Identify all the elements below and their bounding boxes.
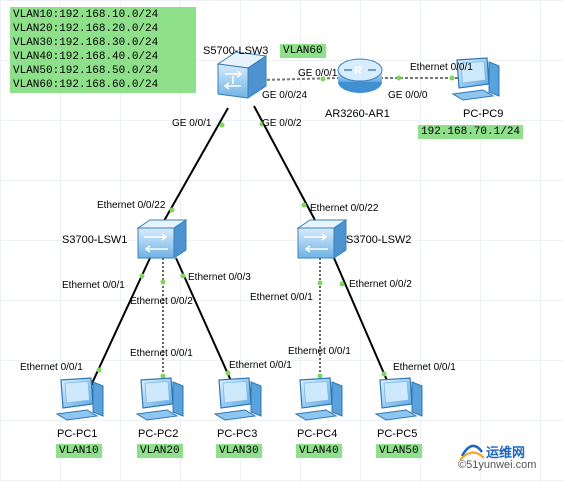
port-label: Ethernet 0/0/2 [349,279,412,290]
port-label: GE 0/0/2 [262,118,302,129]
vlan-legend-line: VLAN20:192.168.20.0/24 [13,23,159,35]
dot-lsw2-pc5-b [381,371,387,377]
pc2-icon[interactable] [135,377,184,421]
port-label: Ethernet 0/0/1 [393,362,456,373]
vlan-legend-line: VLAN30:192.168.30.0/24 [13,37,159,49]
watermark: 运维网 ©51yunwei.com [456,440,560,480]
vlan-legend-line: VLAN40:192.168.40.0/24 [13,51,159,63]
pc1-name: PC-PC1 [57,428,98,440]
dot-lsw3-ar1-b [320,76,326,82]
pc5-icon[interactable] [374,377,423,421]
link-lsw1-pc3 [175,257,237,393]
port-label: Ethernet 0/0/2 [130,296,193,307]
port-label: Ethernet 0/0/1 [130,348,193,359]
lsw3-name: S5700-LSW3 [203,45,269,57]
dot-ar1-pc9-a [396,75,402,81]
pc-tower [172,381,184,417]
pc-keyboard [451,89,495,101]
link-lsw2-pc5 [333,257,393,393]
ar1-name: AR3260-AR1 [325,108,390,120]
pc2-name: PC-PC2 [138,428,179,440]
link-lsw3-ar1 [261,77,339,81]
pc-tower [411,381,423,417]
core-switch-icon[interactable] [216,51,268,99]
port-label: GE 0/0/1 [298,68,338,79]
pc3-vlan-tag: VLAN30 [216,444,262,458]
port-label: Ethernet 0/0/1 [20,362,83,373]
pc-screen [383,381,409,404]
svg-text:R: R [354,65,362,77]
pc9-name: PC-PC9 [463,108,504,120]
dot-lsw3-lsw2-a [259,121,265,127]
pc5-name: PC-PC5 [377,428,418,440]
vlan-legend-line: VLAN60:192.168.60.0/24 [13,79,159,91]
pc-keyboard [294,409,338,421]
pc2-vlan-tag: VLAN20 [137,444,183,458]
port-label: Ethernet 0/0/3 [188,272,251,283]
dot-lsw1-pc3-b [225,370,231,376]
links [87,77,458,393]
port-label: Ethernet 0/0/22 [97,200,166,211]
pc-keyboard [213,409,257,421]
pc1-icon[interactable] [55,377,104,421]
pc5-vlan-tag: VLAN50 [376,444,422,458]
pc-screen [303,381,329,404]
dot-lsw1-pc1-a [139,273,145,279]
dot-lsw3-lsw2-b [301,202,307,208]
router-icon[interactable]: R [337,58,383,93]
port-label: Ethernet 0/0/1 [250,292,313,303]
dot-lsw2-pc5-a [339,281,345,287]
pc-screen [64,381,90,404]
dot-lsw3-lsw1-b [169,207,175,213]
pc-tower [92,381,104,417]
port-label: GE 0/0/1 [172,118,212,129]
watermark-title: 运维网 [486,445,526,460]
pc-tower [250,381,262,417]
dot-lsw3-lsw1-a [219,122,225,128]
pc-tower [488,61,500,97]
pc-keyboard [374,409,418,421]
link-lsw3-lsw2 [253,105,317,223]
dot-lsw2-pc4-b [317,373,323,379]
pc3-name: PC-PC3 [217,428,258,440]
port-label: Ethernet 0/0/1 [288,346,351,357]
dot-lsw1-pc3-a [180,273,186,279]
vlan-legend-line: VLAN10:192.168.10.0/24 [13,9,159,21]
pc4-icon[interactable] [294,377,343,421]
port-label: Ethernet 0/0/1 [229,360,292,371]
dot-lsw1-pc1-b [96,367,102,373]
link-end-dots [96,75,455,379]
pc4-name: PC-PC4 [297,428,338,440]
pc9-icon[interactable] [451,57,500,101]
dot-ar1-pc9-b [449,75,455,81]
vlan-legend-line: VLAN50:192.168.50.0/24 [13,65,159,77]
lsw3-vlan-tag: VLAN60 [280,44,326,58]
watermark-logo-icon [459,444,485,461]
port-label: Ethernet 0/0/1 [410,62,473,73]
pc9-ip-tag: 192.168.70.1/24 [418,125,524,139]
watermark-url: ©51yunwei.com [458,459,537,471]
pc1-vlan-tag: VLAN10 [56,444,102,458]
pc-screen [144,381,170,404]
lsw1-name: S3700-LSW1 [62,234,128,246]
lsw2-name: S3700-LSW2 [346,234,412,246]
pc-screen [222,381,248,404]
dot-lsw1-pc2-b [160,373,166,379]
port-label: GE 0/0/0 [388,90,428,101]
pc-tower [331,381,343,417]
access-switch-lsw1-icon[interactable] [136,219,188,259]
port-label: Ethernet 0/0/1 [62,280,125,291]
pc-keyboard [55,409,99,421]
pc-keyboard [135,409,179,421]
pc4-vlan-tag: VLAN40 [296,444,342,458]
dot-lsw2-pc4-a [317,280,323,286]
access-switch-lsw2-icon[interactable] [296,219,348,259]
pc3-icon[interactable] [213,377,262,421]
pc-screen [460,61,486,84]
port-label: GE 0/0/24 [262,90,308,101]
vlan-legend: VLAN10:192.168.10.0/24 VLAN20:192.168.20… [10,7,196,93]
dot-lsw1-pc2-a [160,279,166,285]
port-label: Ethernet 0/0/22 [310,203,379,214]
